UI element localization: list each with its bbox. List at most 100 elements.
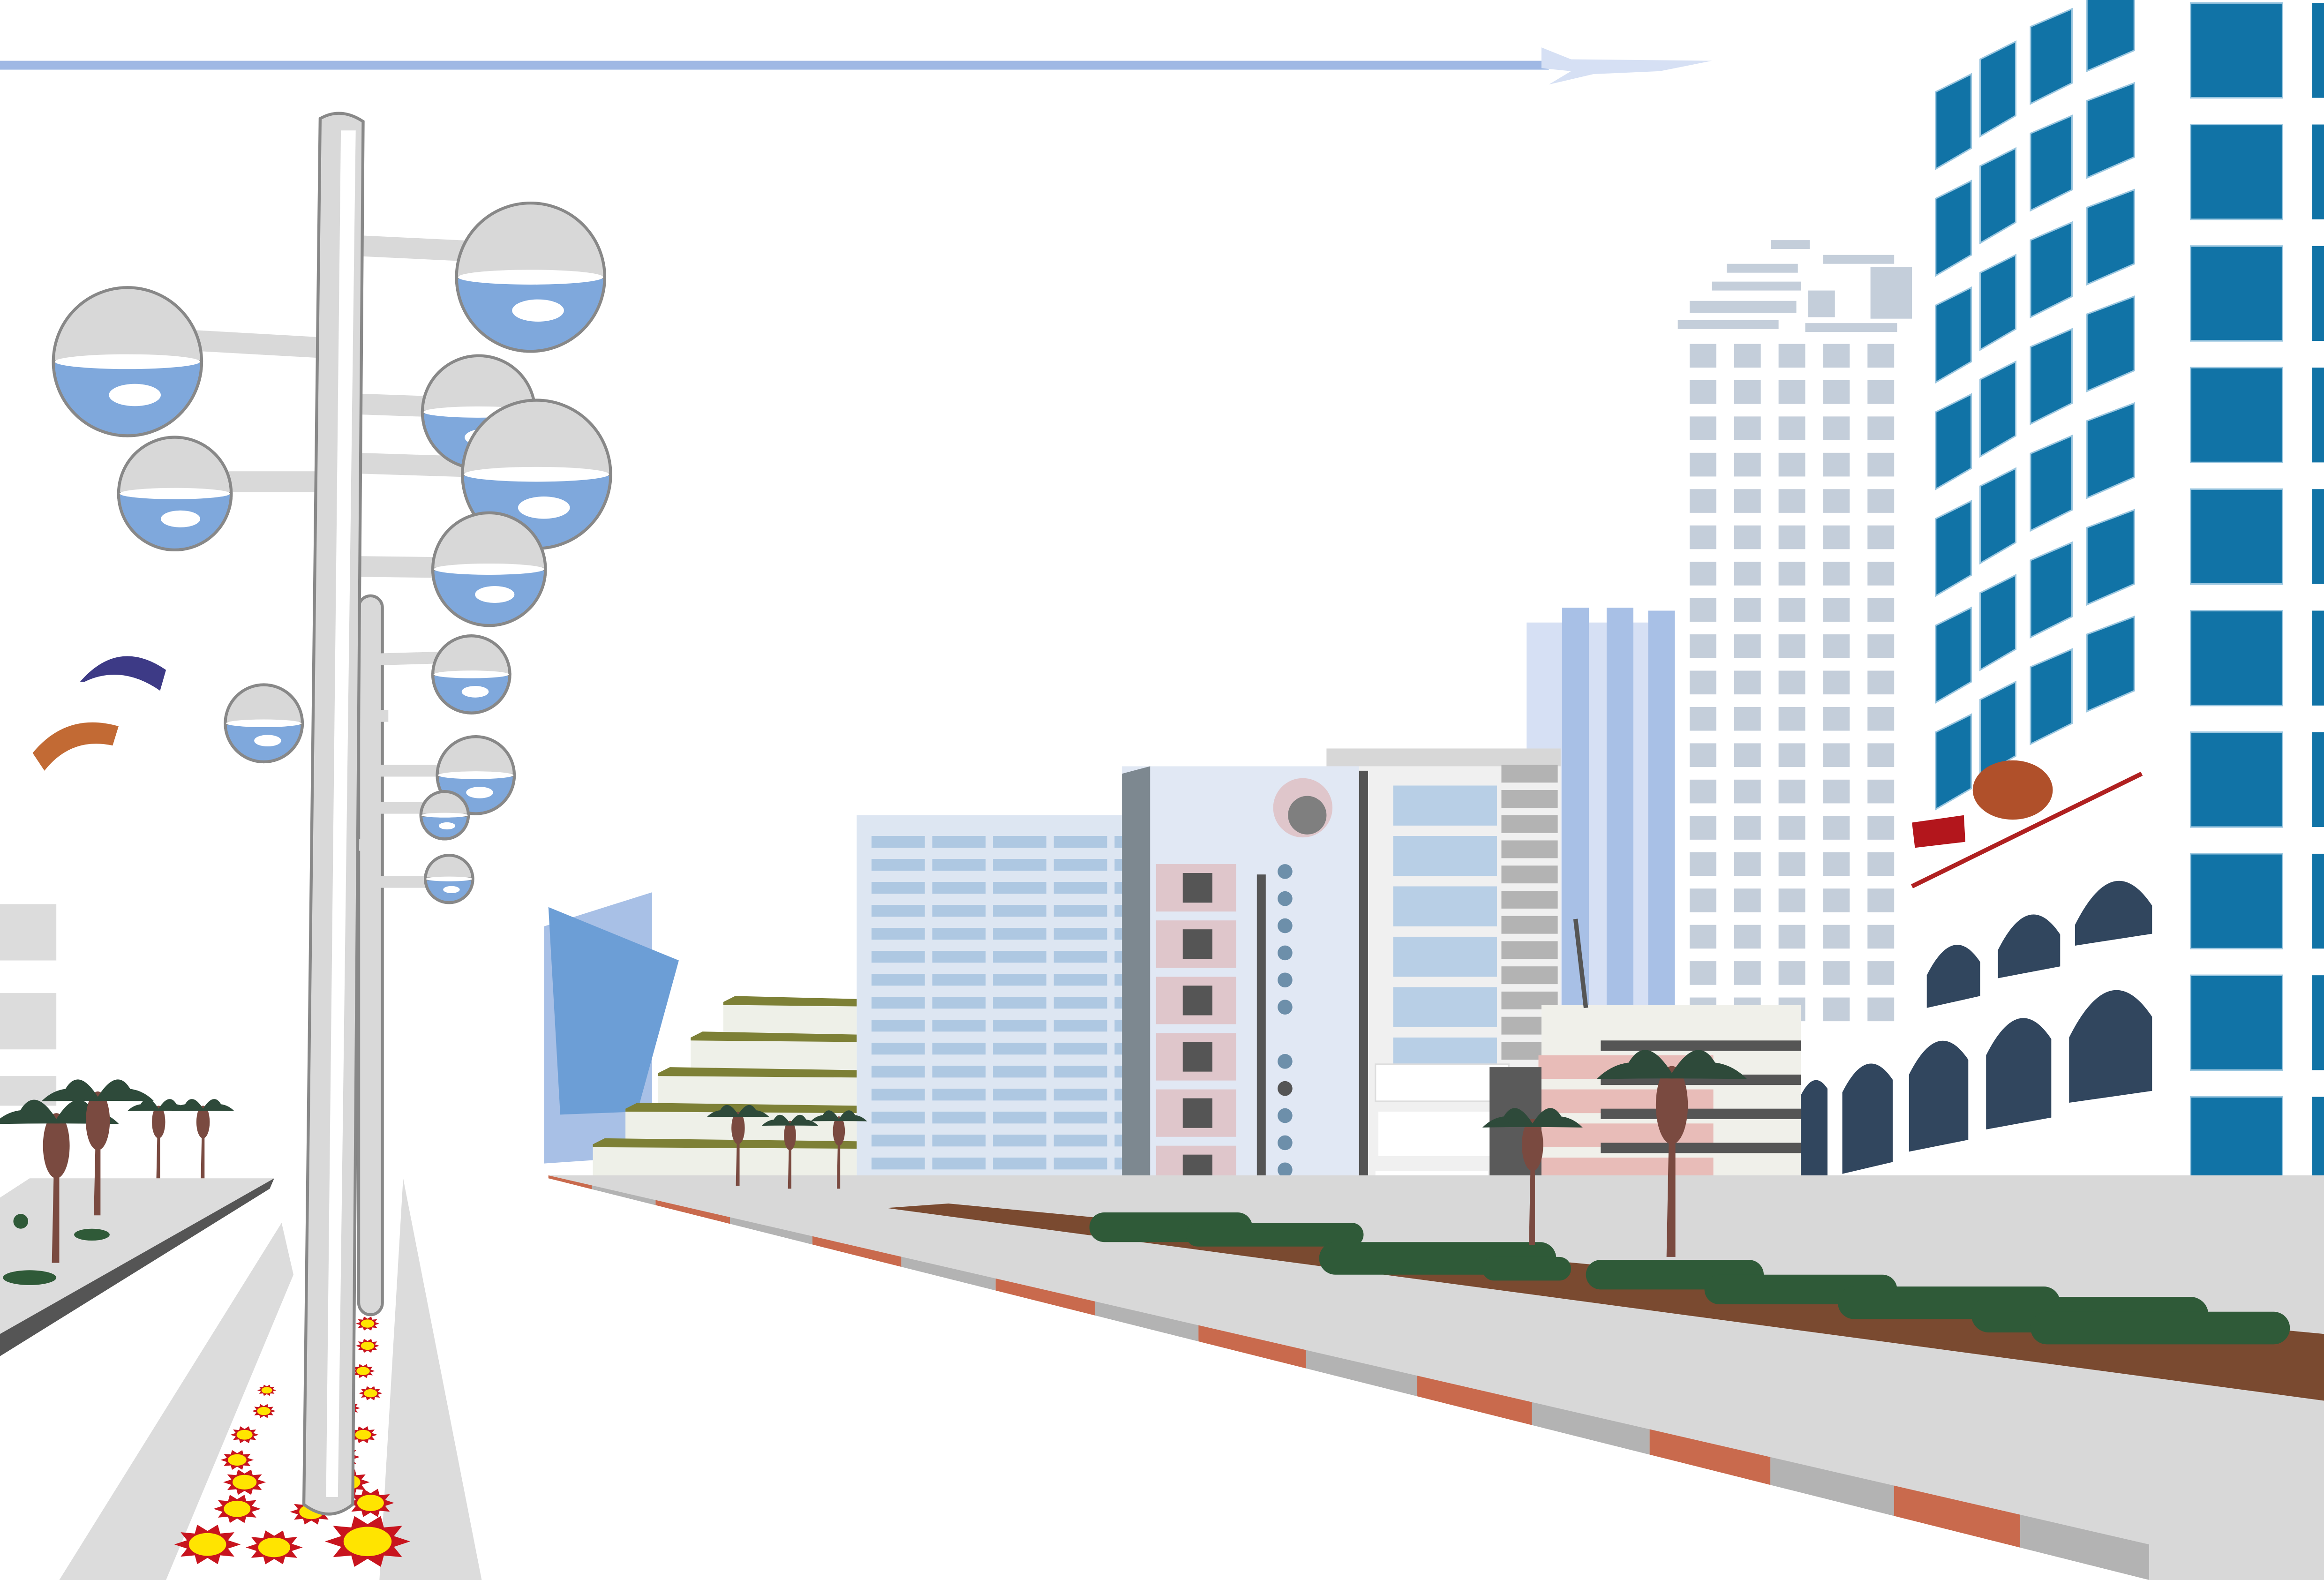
window <box>1393 836 1497 876</box>
window <box>1823 562 1850 586</box>
airplane-icon <box>1541 47 1712 85</box>
window <box>1053 905 1107 917</box>
window <box>1979 574 2017 671</box>
window <box>1734 707 1761 731</box>
window <box>1053 974 1107 986</box>
window <box>1867 925 1895 949</box>
arch-window <box>1909 1040 1969 1152</box>
window <box>1689 961 1716 985</box>
window <box>2189 245 2284 342</box>
palm-trunk-bulge <box>1655 1066 1688 1144</box>
palm-leaf <box>839 1115 867 1121</box>
flower-center <box>356 1367 370 1375</box>
dot <box>1278 972 1293 988</box>
curb-segment <box>1894 1485 2021 1548</box>
sidewalk-edge <box>0 1178 274 1356</box>
window <box>1867 525 1895 549</box>
palm-trunk-bulge <box>1522 1119 1543 1171</box>
window <box>993 905 1046 917</box>
globe-highlight <box>512 299 564 322</box>
window <box>2086 188 2135 286</box>
window <box>1689 344 1716 368</box>
bush <box>1482 1256 1572 1281</box>
window <box>2312 124 2324 219</box>
window <box>1823 489 1850 513</box>
window <box>1867 634 1895 658</box>
window <box>1823 525 1850 549</box>
palm-leaf <box>1626 1050 1672 1079</box>
window <box>2086 82 2135 179</box>
flower <box>246 1530 303 1565</box>
window <box>993 1135 1046 1147</box>
flower-center <box>361 1341 375 1350</box>
window <box>1734 525 1761 549</box>
globe-rim <box>426 876 473 881</box>
window <box>2189 731 2284 828</box>
window <box>1778 452 1805 477</box>
curb-segment <box>592 1185 656 1205</box>
globe-highlight <box>518 497 570 519</box>
palm-trunk-bulge <box>833 1116 845 1146</box>
arch-window <box>1986 1018 2052 1129</box>
palm-tree <box>761 1114 819 1189</box>
lamp-globe <box>455 201 606 353</box>
curb-segment <box>1417 1376 1532 1425</box>
arch-window <box>1801 1080 1828 1189</box>
window <box>1053 997 1107 1009</box>
arch-window <box>2069 990 2152 1103</box>
window <box>871 997 925 1009</box>
lamp-globe <box>224 683 304 764</box>
window <box>2030 328 2073 425</box>
dot <box>1278 1162 1293 1178</box>
window <box>1778 670 1805 695</box>
window <box>1867 598 1895 622</box>
window <box>1823 380 1850 404</box>
window <box>1689 525 1716 549</box>
window <box>2086 0 2135 73</box>
window <box>1935 73 1972 171</box>
lamp-globe <box>431 634 511 715</box>
window <box>2030 221 2073 319</box>
window <box>1734 489 1761 513</box>
window <box>1867 852 1895 876</box>
arch-window <box>1926 945 1980 1008</box>
window <box>1734 670 1761 695</box>
window <box>1979 254 2017 351</box>
window <box>1182 986 1212 1016</box>
dot <box>1278 1081 1293 1096</box>
stripe <box>1501 815 1558 833</box>
window <box>871 1020 925 1032</box>
window <box>1778 816 1805 840</box>
window <box>1867 816 1895 840</box>
window <box>1689 452 1716 477</box>
window <box>871 951 925 963</box>
palm-leaf <box>184 1099 203 1111</box>
window <box>993 1020 1046 1032</box>
globe-rim <box>458 270 603 285</box>
window <box>1778 925 1805 949</box>
flower-center <box>236 1430 253 1440</box>
globe-rim <box>421 813 468 818</box>
window <box>871 1066 925 1078</box>
window <box>1053 1089 1107 1101</box>
palm-trunk-bulge <box>731 1112 745 1144</box>
window <box>2189 2 2284 99</box>
arch-window <box>1842 1063 1893 1174</box>
window <box>1689 779 1716 804</box>
palm-trunk-bulge <box>196 1106 210 1138</box>
curb-segment <box>812 1236 902 1267</box>
curb-segment <box>1306 1350 1417 1397</box>
lamp-globe <box>117 436 233 552</box>
window <box>1778 380 1805 404</box>
window <box>1393 886 1497 926</box>
window <box>1778 562 1805 586</box>
bush <box>2031 1311 2290 1345</box>
window <box>1823 997 1850 1022</box>
stripe <box>1501 941 1558 959</box>
terrace-plants <box>691 1031 857 1042</box>
window <box>1823 852 1850 876</box>
window <box>2189 853 2284 949</box>
window <box>1689 380 1716 404</box>
window <box>871 928 925 940</box>
